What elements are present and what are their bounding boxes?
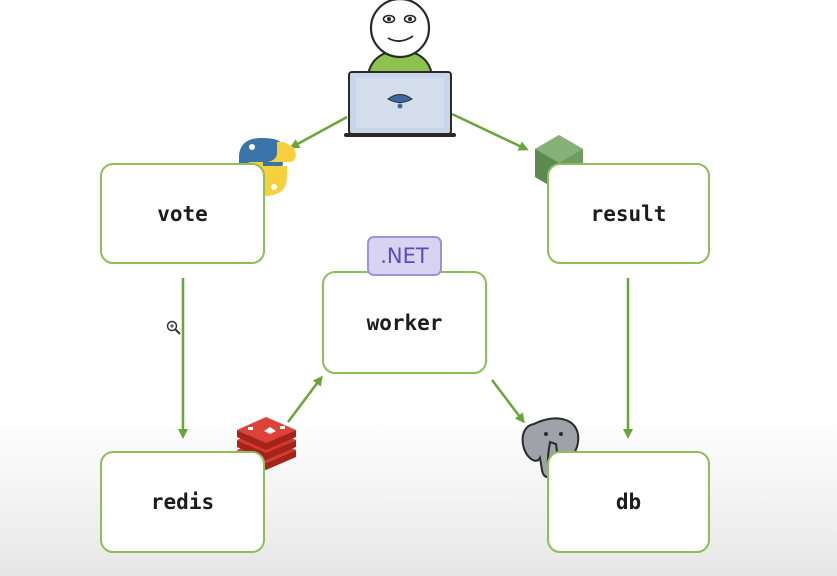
worker-node[interactable]: worker [322, 271, 487, 374]
db-label: db [615, 490, 642, 514]
dotnet-badge: .NET [367, 236, 442, 276]
laptop-icon [344, 71, 456, 137]
zoom-cursor-icon [166, 320, 181, 335]
redis-label: redis [150, 490, 215, 514]
result-node[interactable]: result [547, 163, 710, 264]
vote-label: vote [157, 201, 208, 226]
arrow-redis-to-worker [287, 375, 323, 423]
arrow-user-to-vote [289, 115, 348, 149]
db-node[interactable]: db [547, 451, 710, 553]
arrow-worker-to-db [491, 379, 525, 424]
vote-node[interactable]: vote [100, 163, 265, 264]
arrow-user-to-result [451, 112, 529, 151]
redis-node[interactable]: redis [100, 451, 265, 553]
result-label: result [590, 201, 667, 226]
worker-label: worker [366, 310, 443, 335]
user-icon [366, 0, 434, 76]
